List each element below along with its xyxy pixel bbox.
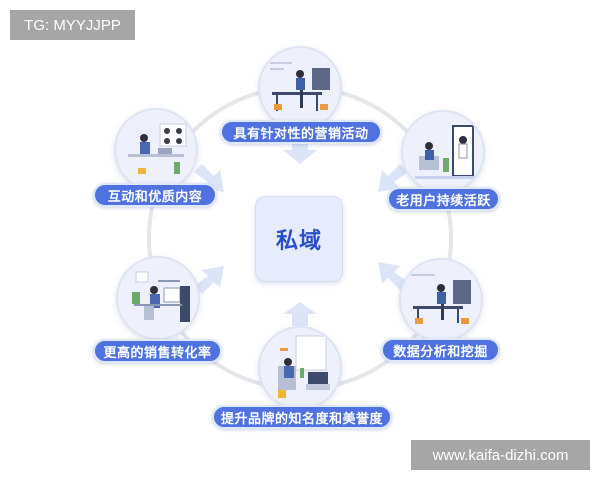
arrow-up-left-icon [378,262,408,290]
node-label-top: 具有针对性的营销活动 [220,120,382,144]
arrow-up-icon [283,302,317,326]
node-illustration-lower-left [116,256,200,340]
center-label: 私域 [275,229,322,254]
video-call-illustration-icon [128,123,187,174]
node-illustration-top [258,46,342,130]
node-illustration-upper-right [401,110,485,194]
woman-at-desk-illustration-icon [411,274,471,324]
node-illustration-bottom [258,326,342,410]
arrow-up-right-icon [194,266,224,294]
node-illustration-lower-right [399,258,483,342]
node-label-bottom: 提升品牌的知名度和美誉度 [212,405,392,429]
center-node: 私域 [255,196,343,282]
conversation-illustration-icon [415,125,475,179]
node-label-upper-right: 老用户持续活跃 [387,187,500,211]
node-illustration-upper-left [114,108,198,192]
living-room-illustration-icon [278,335,330,398]
man-at-computer-illustration-icon [132,271,190,322]
node-label-lower-right: 数据分析和挖掘 [381,338,500,362]
arrow-down-icon [283,142,317,164]
woman-at-desk-illustration-icon [270,62,330,111]
watermark-top-left: TG: MYYJJPP [10,10,135,40]
arrow-down-left-icon [378,164,408,192]
node-label-upper-left: 互动和优质内容 [93,183,217,207]
watermark-bottom-right: www.kaifa-dizhi.com [411,440,590,470]
node-label-lower-left: 更高的销售转化率 [93,339,222,363]
arrow-down-right-icon [194,164,224,192]
